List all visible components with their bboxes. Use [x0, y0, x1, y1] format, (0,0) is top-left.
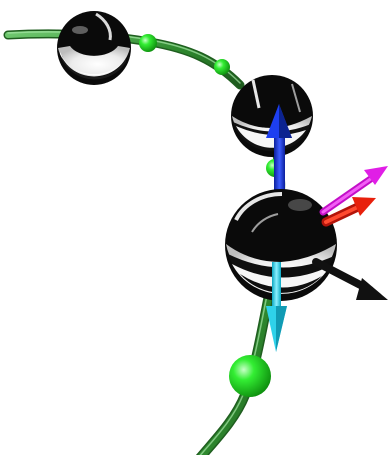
control-point[interactable] [139, 34, 157, 52]
control-point[interactable] [229, 355, 271, 397]
control-point[interactable] [214, 59, 230, 75]
direction-arrow[interactable] [319, 166, 388, 216]
ball-sphere[interactable] [57, 11, 131, 85]
direction-arrow[interactable] [266, 262, 287, 352]
direction-arrow[interactable] [266, 104, 292, 194]
ball-sphere[interactable] [231, 75, 313, 157]
direction-arrow[interactable] [312, 258, 388, 300]
direction-arrow[interactable] [321, 197, 376, 227]
